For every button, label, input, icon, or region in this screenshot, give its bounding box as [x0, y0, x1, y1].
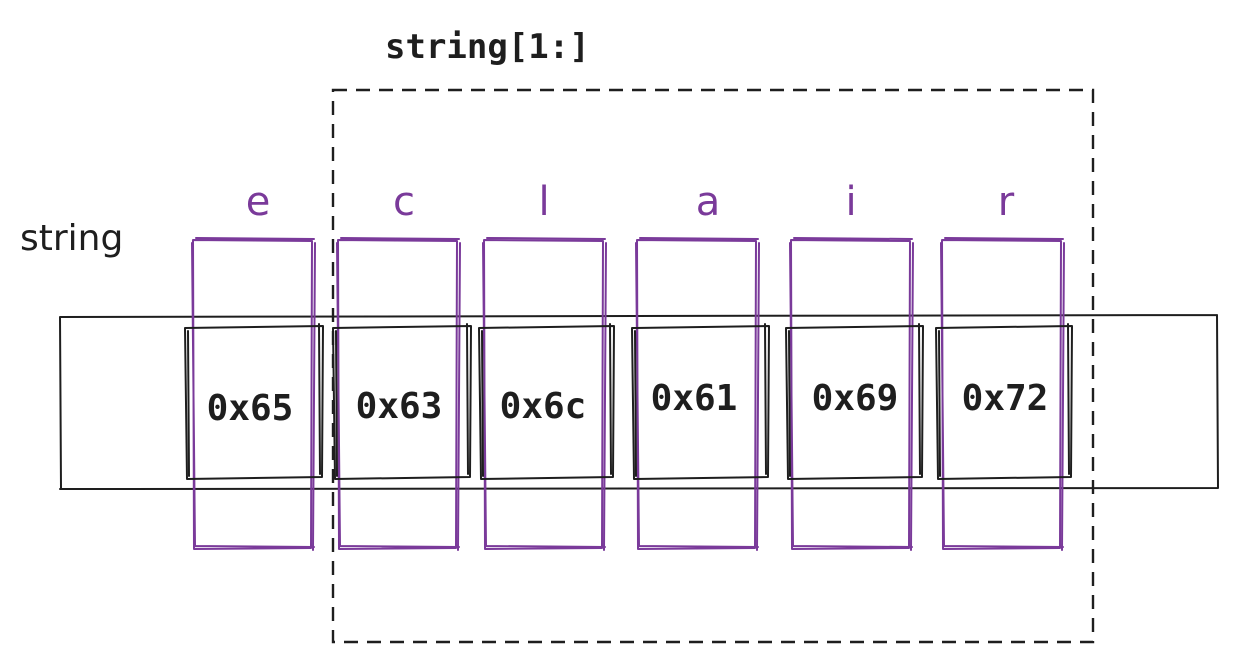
byte-box [785, 323, 924, 480]
byte-cell: i 0x69 [785, 179, 924, 551]
char-column [940, 237, 1065, 551]
char-column [635, 237, 760, 551]
char-label: c [393, 179, 415, 225]
char-column [191, 237, 316, 551]
byte-box [935, 323, 1073, 480]
byte-value: 0x72 [962, 378, 1049, 419]
byte-box [631, 323, 770, 480]
variable-label: string [20, 218, 123, 259]
byte-value: 0x6c [500, 386, 587, 427]
byte-value: 0x61 [651, 378, 738, 419]
char-label: i [845, 179, 856, 225]
byte-box [478, 323, 615, 480]
byte-cell: c 0x63 [332, 179, 472, 551]
slice-region [331, 88, 1095, 644]
byte-box [184, 323, 324, 480]
char-label: l [538, 179, 549, 225]
slice-label: string[1:] [385, 27, 590, 67]
char-label: r [998, 179, 1015, 225]
byte-box [332, 323, 472, 480]
char-column [336, 237, 461, 551]
byte-cell: a 0x61 [631, 179, 770, 551]
byte-value: 0x63 [356, 386, 443, 427]
char-label: e [246, 179, 271, 225]
char-label: a [696, 179, 721, 225]
byte-value: 0x69 [812, 378, 899, 419]
char-column [482, 237, 607, 551]
byte-cell: l 0x6c [478, 179, 615, 551]
byte-value: 0x65 [207, 388, 294, 429]
byte-cell: e 0x65 [184, 179, 324, 551]
byte-cells: e 0x65 c 0x63 l 0x6c a 0x61 i 0x69 r 0x72 [184, 179, 1073, 551]
char-column [789, 237, 914, 551]
byte-cell: r 0x72 [935, 179, 1073, 551]
